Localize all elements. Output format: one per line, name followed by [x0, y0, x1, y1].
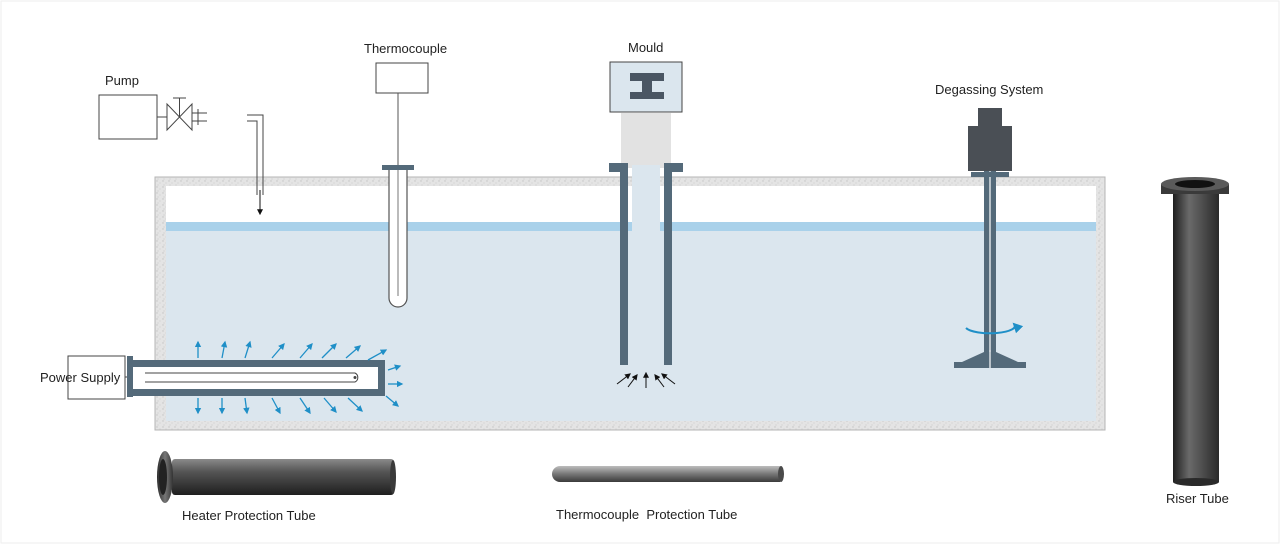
mould-assembly	[609, 61, 683, 388]
thermocouple-collar	[382, 165, 414, 170]
riser-tube-label: Riser Tube	[1166, 491, 1229, 506]
inlet-pipe-outer	[247, 114, 264, 195]
heat-arrow	[387, 364, 402, 371]
heater-assembly	[67, 340, 404, 415]
heat-arrow	[347, 397, 363, 412]
heater-tube-end	[390, 460, 396, 494]
mould-label: Mould	[628, 40, 664, 55]
heater-flange	[127, 356, 133, 397]
inflow-arrow	[616, 373, 631, 385]
heat-arrow	[321, 343, 337, 359]
pump-label: Pump	[105, 73, 139, 88]
heater-protection-tube-product	[157, 451, 396, 503]
heat-arrow	[220, 340, 228, 359]
heat-arrow	[243, 397, 250, 415]
inlet-pipe-inner	[247, 120, 258, 195]
degassing-system-label: Degassing System	[935, 82, 1044, 97]
heat-arrow	[385, 395, 399, 407]
heat-arrow	[323, 397, 337, 413]
heat-arrow	[367, 349, 388, 361]
riser-wall-right	[664, 165, 672, 365]
mould-cavity-stem	[642, 81, 652, 99]
thermocouple	[375, 62, 429, 308]
heater-protection-tube-label: Heater Protection Tube	[182, 508, 316, 523]
inflow-arrow	[627, 374, 638, 388]
heat-arrow	[345, 345, 361, 359]
rotation-arrow-icon	[965, 322, 1024, 335]
degassing-motor	[968, 126, 1012, 171]
degassing-cap	[978, 108, 1002, 130]
thermo-tube-end	[778, 466, 784, 482]
heat-arrows	[194, 340, 404, 415]
riser-tube-product	[1161, 177, 1229, 486]
degassing-system	[954, 108, 1026, 368]
degassing-collar	[971, 172, 1009, 177]
inflow-arrow	[661, 373, 676, 385]
thermocouple-head	[375, 62, 429, 94]
thermocouple-protection-tube-label: Thermocouple Protection Tube	[556, 507, 738, 522]
thermo-tube-body	[552, 466, 780, 482]
heating-element-tip	[353, 376, 357, 379]
heater-tube-flange-face	[159, 459, 167, 495]
heat-arrow	[299, 397, 311, 415]
pump-box	[98, 94, 158, 140]
riser-fill	[632, 165, 660, 365]
thermocouple-label: Thermocouple	[364, 41, 448, 56]
riser-wall-left	[620, 165, 628, 365]
inflow-arrow	[654, 374, 665, 388]
pump	[98, 94, 207, 140]
gas-inlet-pipe	[247, 114, 264, 216]
thermocouple-protection-tube-product	[552, 466, 784, 482]
heat-arrow	[271, 343, 285, 359]
riser-tube-bore	[1175, 180, 1215, 188]
power-supply-box	[67, 355, 126, 400]
heating-element	[145, 372, 359, 383]
heat-arrow	[271, 397, 281, 415]
heat-arrow	[244, 340, 252, 359]
heater-tube-body	[172, 459, 394, 495]
mould-cavity-top	[630, 73, 664, 81]
power-supply-label: Power Supply	[40, 370, 121, 385]
inflow-arrows	[616, 371, 676, 388]
mould-cavity-bottom	[630, 92, 664, 99]
mould-neck	[621, 113, 671, 168]
riser-flange-left	[609, 163, 628, 172]
melt-surface	[166, 222, 1096, 231]
heater-protection-sheath	[133, 360, 385, 396]
heat-arrow	[299, 343, 313, 359]
riser-tube-body	[1173, 188, 1219, 482]
riser-tube-bottom	[1173, 478, 1219, 486]
riser-flange-right	[664, 163, 683, 172]
